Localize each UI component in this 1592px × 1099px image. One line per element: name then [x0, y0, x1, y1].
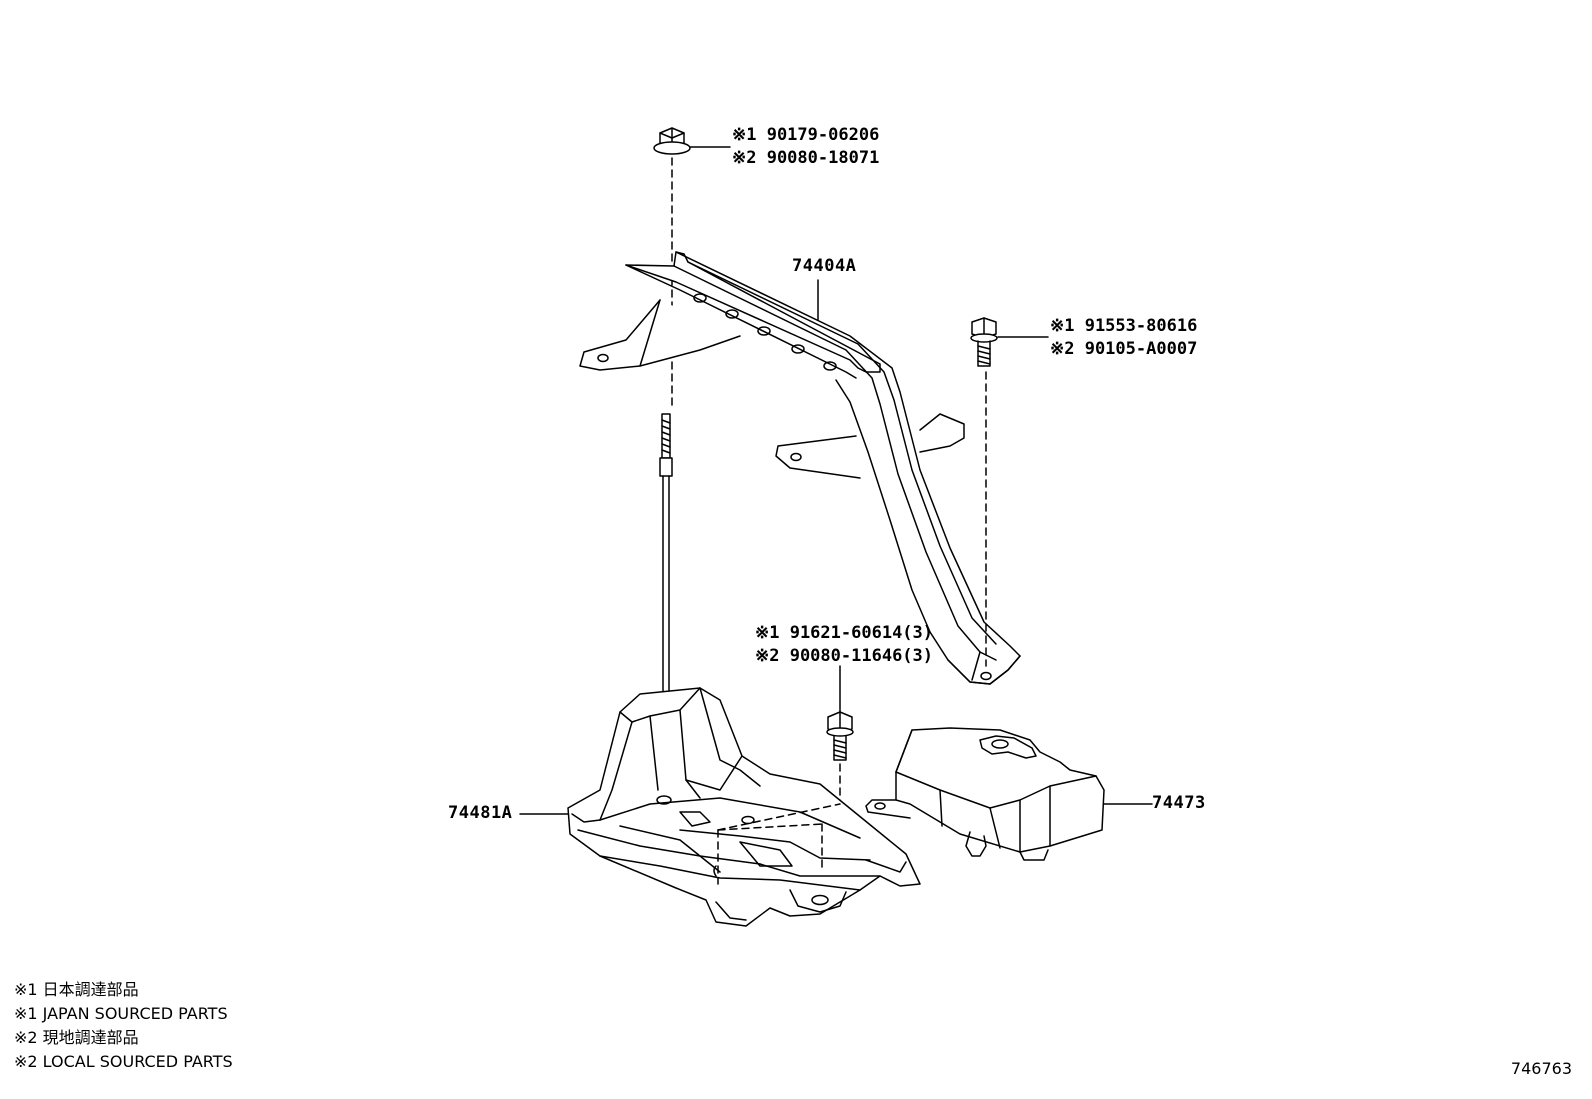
legend-line-3: ※2 現地調達部品: [14, 1028, 139, 1047]
battery-hold-down-bracket[interactable]: [580, 252, 1020, 684]
legend-line-4: ※2 LOCAL SOURCED PARTS: [14, 1052, 233, 1071]
part-label-tray: 74481A: [448, 803, 513, 823]
tray-bolt-locations: [718, 804, 840, 884]
callout-bolt-right-japan: ※1 91553-80616: [1050, 316, 1198, 336]
callout-bolt-mid-japan: ※1 91621-60614(3): [755, 623, 934, 643]
hex-bolt-middle[interactable]: [827, 712, 853, 760]
part-label-bracket: 74404A: [792, 256, 857, 276]
flange-nut-top[interactable]: [654, 128, 690, 154]
callout-bolt-mid: ※1 91621-60614(3) ※2 90080-11646(3): [755, 622, 933, 668]
battery-tray[interactable]: [568, 688, 920, 926]
callout-bolt-top-japan: ※1 90179-06206: [732, 125, 880, 145]
diagram-code: 746763: [1510, 1059, 1572, 1078]
callout-bolt-right: ※1 91553-80616 ※2 90105-A0007: [1050, 315, 1197, 361]
legend: ※1 日本調達部品 ※1 JAPAN SOURCED PARTS ※2 現地調達…: [14, 978, 233, 1074]
battery-clamp[interactable]: [866, 728, 1104, 860]
legend-line-1: ※1 日本調達部品: [14, 980, 139, 999]
callout-bolt-top-local: ※2 90080-18071: [732, 148, 880, 168]
callout-bolt-top: ※1 90179-06206 ※2 90080-18071: [732, 124, 879, 170]
callout-bolt-mid-local: ※2 90080-11646(3): [755, 646, 934, 666]
part-label-clamp: 74473: [1152, 793, 1206, 813]
hex-bolt-right[interactable]: [971, 318, 997, 366]
callout-bolt-right-local: ※2 90105-A0007: [1050, 339, 1198, 359]
legend-line-2: ※1 JAPAN SOURCED PARTS: [14, 1004, 228, 1023]
